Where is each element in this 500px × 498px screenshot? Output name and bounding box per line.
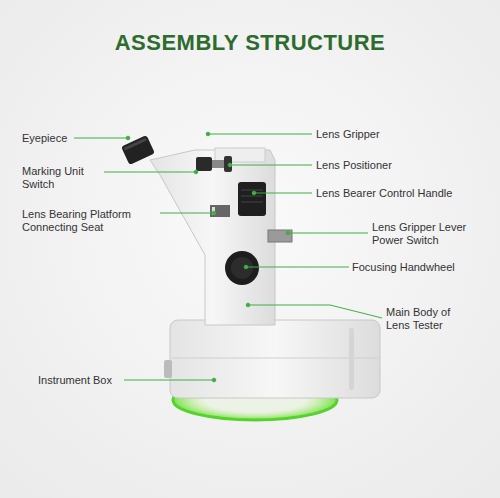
leader-line [124, 380, 214, 381]
part-label: Lens Bearer Control Handle [316, 187, 486, 200]
leader-line [288, 233, 368, 234]
leader-dot [252, 191, 256, 195]
part-label: Lens Bearing Platform Connecting Seat [22, 208, 158, 234]
leader-line [208, 134, 312, 135]
gripper-arm [212, 160, 224, 168]
part-label: Lens Gripper Lever Power Switch [372, 221, 492, 247]
box-handle [349, 328, 354, 390]
leader-line [254, 193, 312, 194]
part-label: Focusing Handwheel [352, 261, 492, 274]
leader-dot [206, 132, 210, 136]
platform-seat [210, 205, 230, 217]
part-label: Eyepiece [22, 132, 74, 145]
handwheel-hub [231, 257, 253, 279]
box-latch [164, 360, 172, 378]
leader-dot [212, 378, 216, 382]
control-handle [238, 182, 266, 216]
leader-line [230, 165, 312, 166]
leader-dot [244, 265, 248, 269]
part-label: Marking Unit Switch [22, 165, 102, 191]
leader-line [248, 305, 382, 318]
focusing-handwheel [225, 251, 259, 285]
head-top [215, 148, 265, 162]
platform-detail [212, 207, 215, 215]
leader-dot [126, 136, 130, 140]
leader-dot [194, 170, 198, 174]
leader-dot [212, 211, 216, 215]
leader-line [104, 172, 196, 173]
leader-line [246, 267, 349, 268]
handle-grip [241, 202, 263, 203]
part-label: Lens Gripper [316, 128, 406, 141]
leader-dot [286, 231, 290, 235]
lens-positioner [224, 156, 232, 172]
gripper-lever [268, 230, 292, 242]
part-label: Instrument Box [38, 374, 122, 387]
part-label: Main Body of Lens Tester [386, 306, 476, 332]
main-body [150, 150, 275, 325]
leader-dot [246, 303, 250, 307]
leader-dot [228, 163, 232, 167]
handle-grip [241, 196, 263, 197]
leader-line [74, 138, 128, 139]
leader-line [160, 213, 214, 214]
page-title: ASSEMBLY STRUCTURE [0, 30, 500, 56]
box-seam [172, 358, 378, 359]
handle-grip [241, 190, 263, 191]
eyepiece [121, 135, 155, 165]
part-label: Lens Positioner [316, 159, 416, 172]
instrument-box [170, 320, 380, 398]
lens-gripper [196, 157, 212, 171]
